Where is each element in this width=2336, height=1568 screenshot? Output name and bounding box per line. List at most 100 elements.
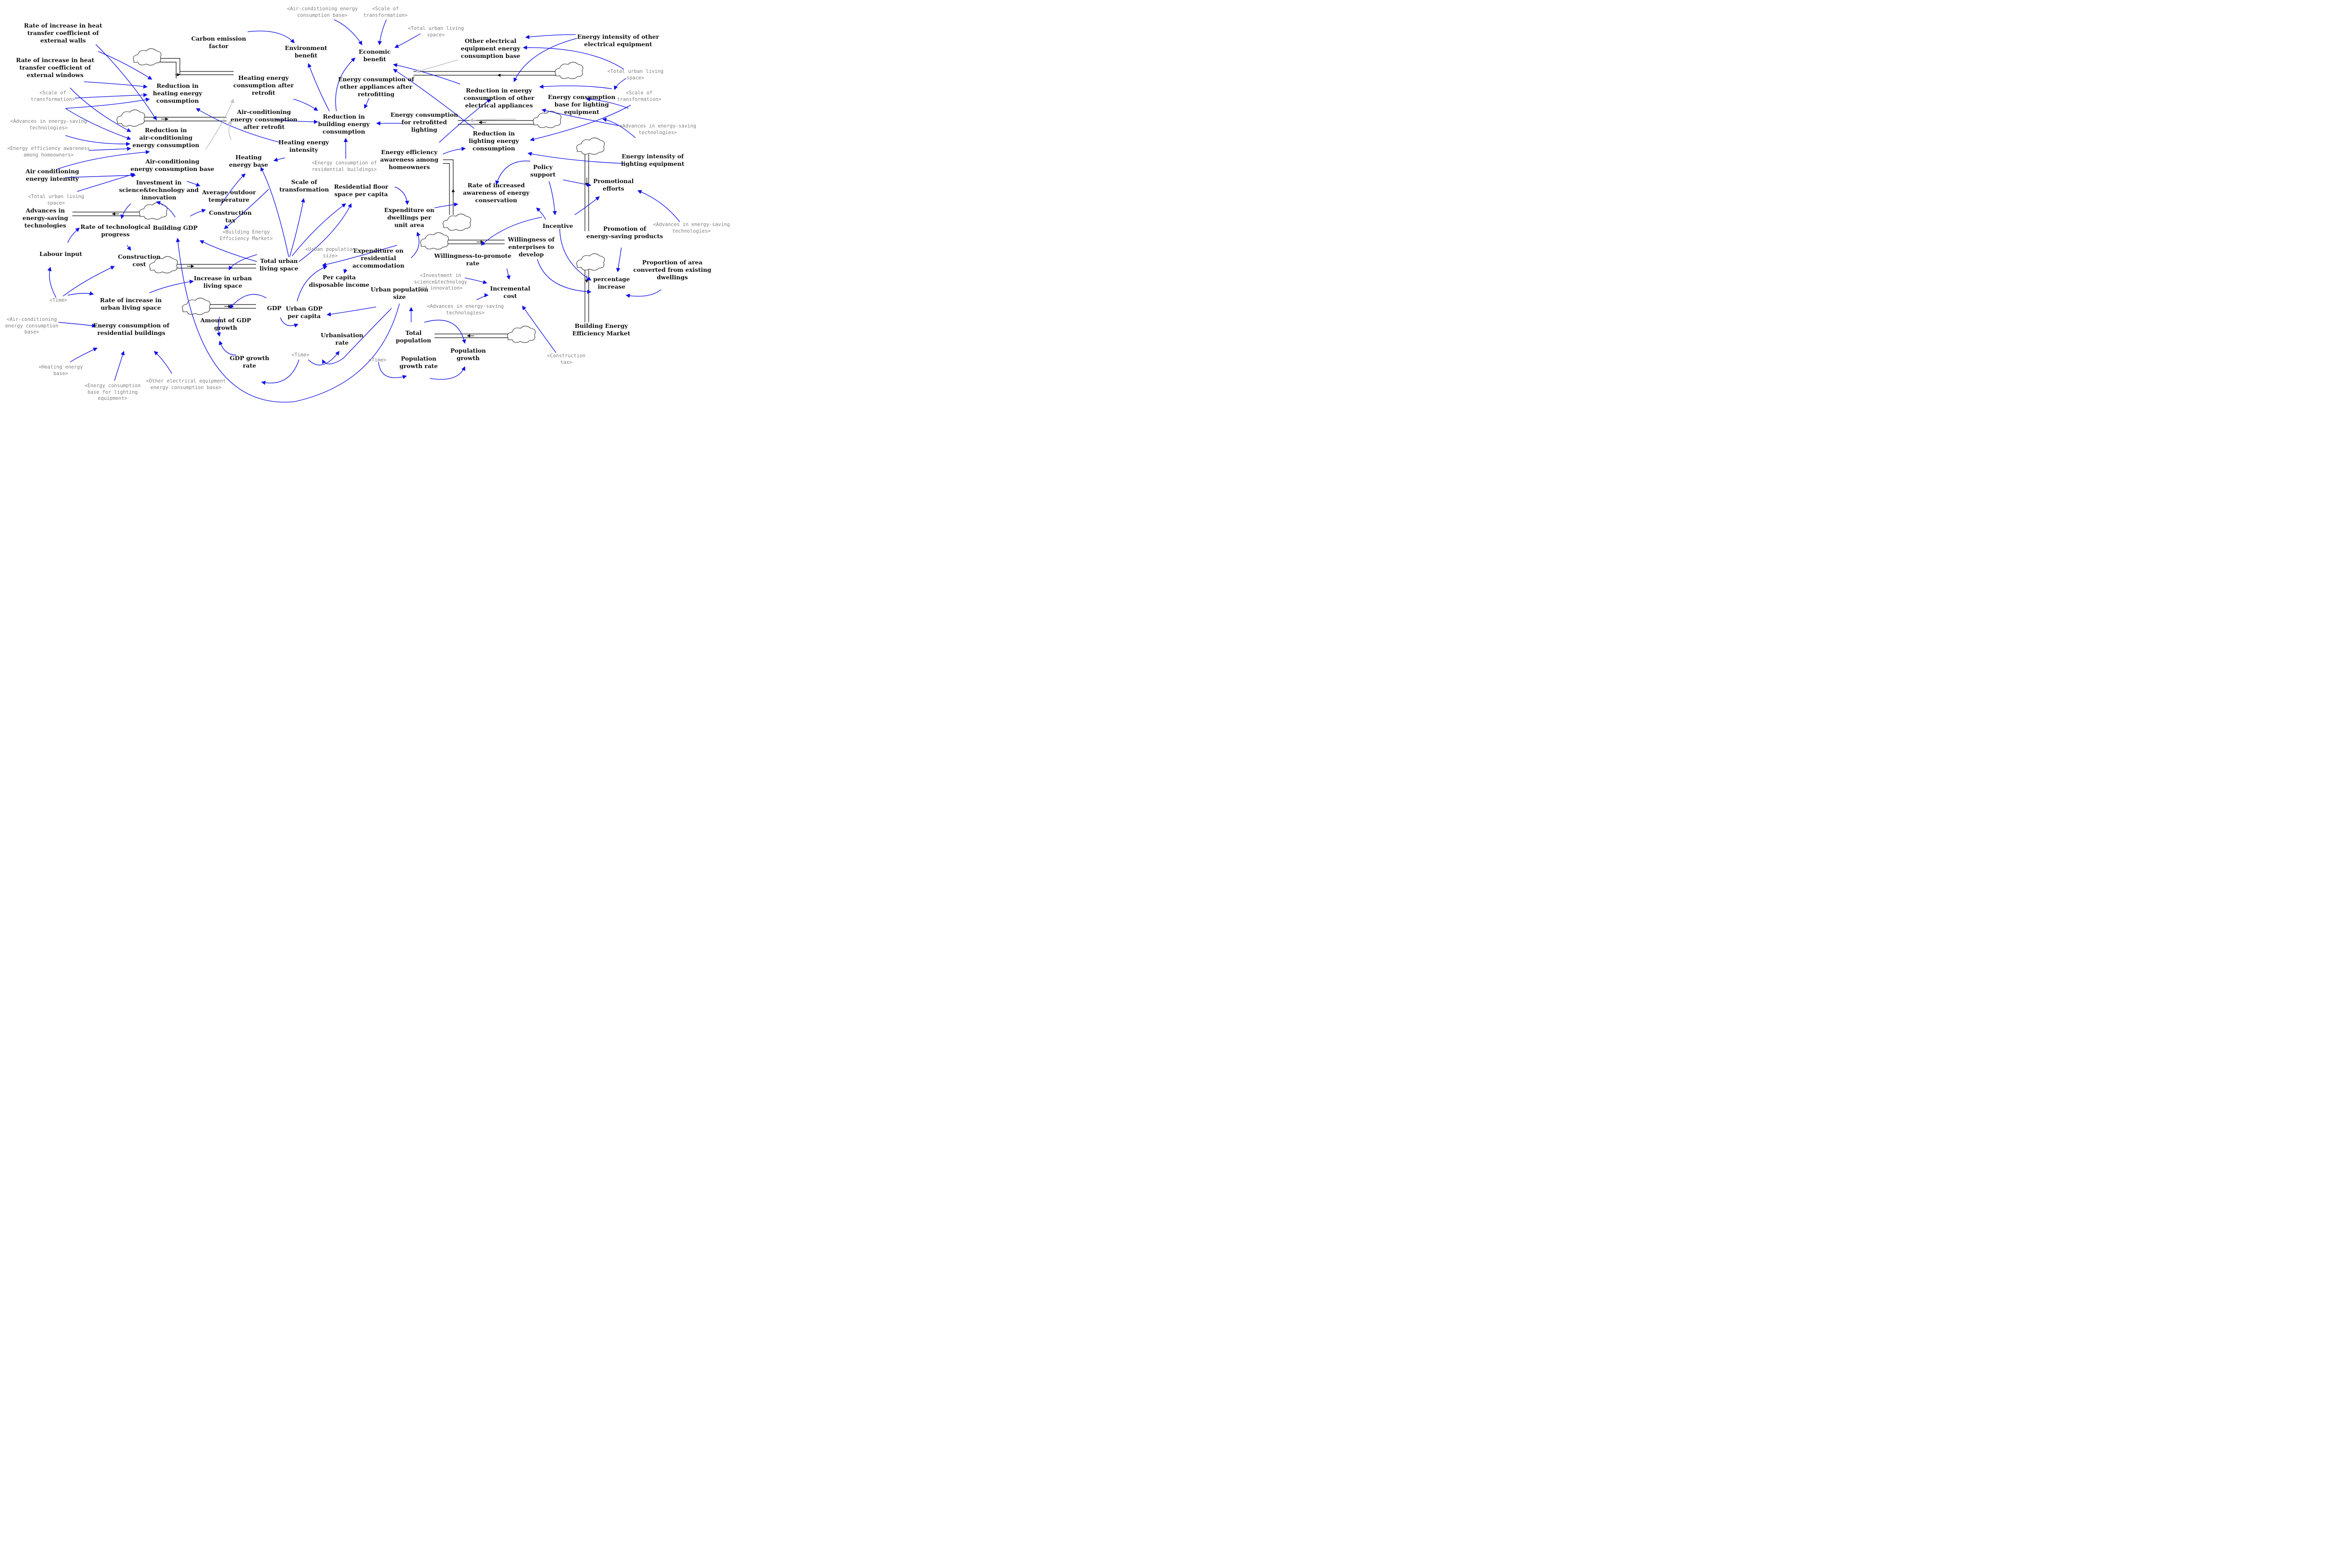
cloud-lighting <box>533 111 562 128</box>
shadow-time-mid: <Time> <box>292 352 309 358</box>
stock-flow-diagram <box>47 19 680 403</box>
cloud-population <box>507 326 536 343</box>
cloud-construction <box>149 256 178 274</box>
cloud-ac <box>116 109 145 127</box>
labour-input-label: Labour input <box>39 250 82 257</box>
cloud-awareness <box>442 213 471 231</box>
causal-links <box>47 19 680 403</box>
cloud-heating <box>133 48 162 66</box>
cloud-willingness <box>420 232 449 250</box>
incentive-label: Incentive <box>542 222 573 229</box>
cloud-advances <box>139 202 168 220</box>
shadow-time-right: <Time> <box>369 357 386 363</box>
cloud-promotion <box>576 137 605 155</box>
cloud-gdp <box>182 298 211 315</box>
cloud-other <box>555 62 584 79</box>
cloud-market <box>576 253 605 271</box>
clouds <box>116 48 605 343</box>
shadow-time-left: <Time> <box>50 298 67 303</box>
grey-links <box>205 59 517 150</box>
building-gdp-label: Building GDP <box>153 224 198 231</box>
gdp-label: GDP <box>267 305 282 312</box>
